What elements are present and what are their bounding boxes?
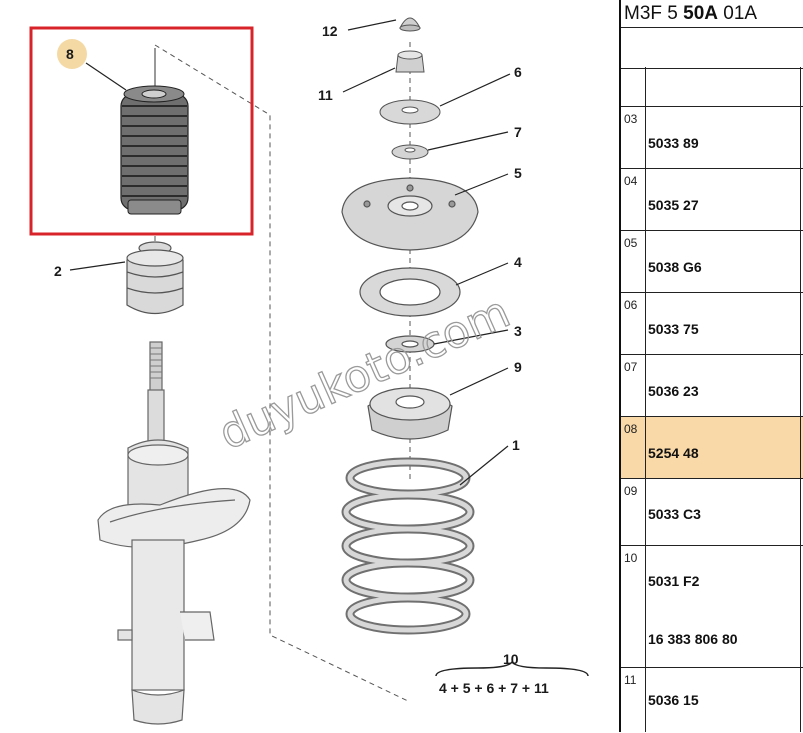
part-reference: 5033 75 (648, 321, 699, 337)
row-index: 08 (624, 422, 638, 436)
callout-5[interactable]: 5 (514, 165, 522, 181)
panel-header-blank (621, 28, 803, 69)
strut-assembly (97, 341, 251, 725)
callout-4[interactable]: 4 (514, 254, 522, 270)
row-index: 05 (624, 236, 638, 250)
part-row-10[interactable]: 10 5031 F2 16 383 806 80 (621, 546, 803, 668)
part-row-07[interactable]: 07 5036 23 (621, 355, 803, 417)
row-index: 04 (624, 174, 638, 188)
part-row-08-selected[interactable]: 08 5254 48 (621, 417, 803, 479)
panel-divider (619, 0, 621, 732)
callout-11[interactable]: 11 (318, 87, 333, 103)
callout-7[interactable]: 7 (514, 124, 522, 140)
part-row-06[interactable]: 06 5033 75 (621, 293, 803, 355)
part-reference: 5254 48 (648, 445, 699, 461)
part-reference: 5031 F2 (648, 573, 700, 589)
title-bold: 50A (683, 3, 718, 24)
watermark: duyukoto.com (212, 287, 518, 460)
panel-column-header (621, 69, 803, 107)
column-separator-right (800, 67, 801, 732)
spring-seat-part-9[interactable] (367, 387, 453, 440)
kit-brace (435, 660, 589, 677)
callout-12[interactable]: 12 (322, 23, 338, 39)
column-separator (645, 67, 646, 732)
bump-stop-part-2[interactable] (126, 241, 184, 315)
bearing-part-4[interactable] (359, 267, 461, 317)
kit-formula: 4 + 5 + 6 + 7 + 11 (439, 680, 549, 696)
row-index: 10 (624, 551, 638, 565)
washer-part-7[interactable] (391, 144, 429, 160)
panel-title: M3F 5 50A 01A (621, 0, 803, 28)
callout-9[interactable]: 9 (514, 359, 522, 375)
title-suffix: 01A (717, 3, 758, 24)
row-index: 06 (624, 298, 638, 312)
washer-part-6[interactable] (379, 99, 441, 125)
row-index: 09 (624, 484, 638, 498)
row-index: 07 (624, 360, 638, 374)
nut-part-11[interactable] (395, 50, 425, 73)
part-reference: 5036 23 (648, 383, 699, 399)
part-row-03[interactable]: 03 5033 89 (621, 107, 803, 169)
part-reference: 5033 89 (648, 135, 699, 151)
selection-highlight-box (29, 26, 254, 236)
row-index: 03 (624, 112, 638, 126)
callout-10[interactable]: 10 (503, 651, 519, 667)
part-row-11[interactable]: 11 5036 15 (621, 668, 803, 733)
callout-8[interactable]: 8 (66, 46, 74, 62)
bellow-part-8[interactable] (120, 48, 189, 215)
part-row-05[interactable]: 05 5038 G6 (621, 231, 803, 293)
cap-part-12[interactable] (399, 17, 421, 32)
part-reference-alt: 16 383 806 80 (648, 631, 738, 647)
title-prefix: M3F 5 (624, 3, 684, 24)
callout-6[interactable]: 6 (514, 64, 522, 80)
parts-reference-panel: M3F 5 50A 01A 03 5033 89 04 5035 27 05 5… (621, 0, 803, 732)
upper-mount-part-5[interactable] (341, 177, 479, 251)
callout-2[interactable]: 2 (54, 263, 62, 279)
part-reference: 5035 27 (648, 197, 699, 213)
row-index: 11 (624, 673, 637, 687)
selected-callout-badge (57, 39, 87, 69)
part-reference: 5033 C3 (648, 506, 701, 522)
callout-1[interactable]: 1 (512, 437, 520, 453)
part-reference: 5038 G6 (648, 259, 702, 275)
parts-exploded-diagram: 8 2 12 11 6 7 5 4 3 9 1 10 4 + 5 + 6 + 7… (29, 17, 589, 725)
part-row-04[interactable]: 04 5035 27 (621, 169, 803, 231)
part-reference: 5036 15 (648, 692, 699, 708)
part-row-09[interactable]: 09 5033 C3 (621, 479, 803, 546)
callout-3[interactable]: 3 (514, 323, 522, 339)
